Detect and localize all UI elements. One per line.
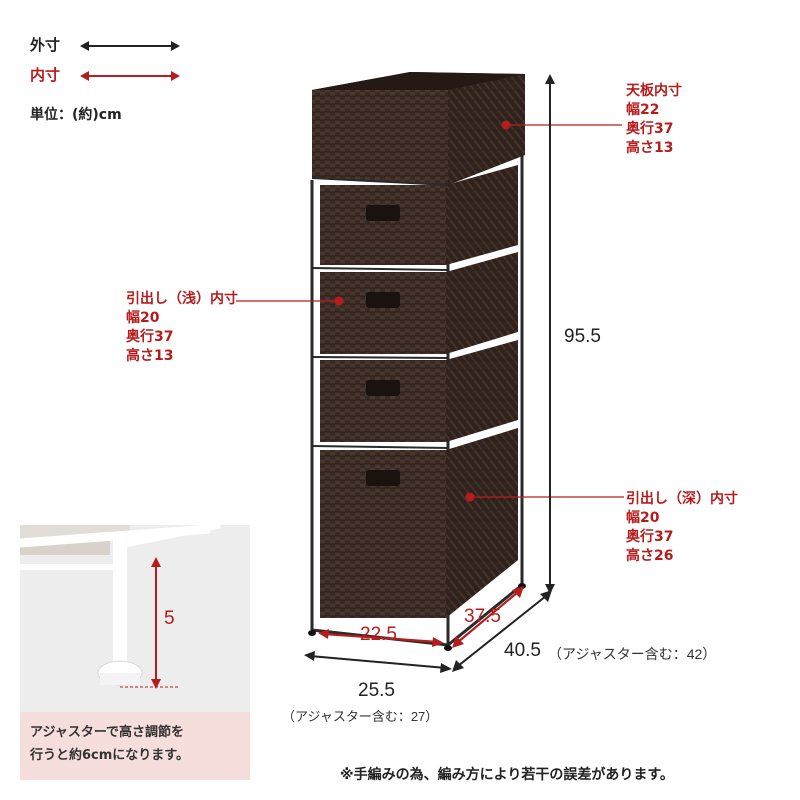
outer-width-arrow-icon — [304, 651, 452, 673]
deep-drawer-depth: 奥行37 — [626, 529, 674, 545]
outer-size-arrow-icon — [80, 41, 180, 51]
deep-drawer-height: 高さ26 — [626, 548, 674, 564]
top-box-title: 天板内寸 — [626, 83, 682, 99]
inner-depth-arrow-icon — [452, 586, 524, 648]
adjuster-caption: アジャスターで高さ調節を 行うと約6cmになります。 — [30, 721, 245, 767]
shallow-drawer-height: 高さ13 — [126, 348, 174, 364]
outer-depth-adjuster-note: （アジャスター含む：42） — [548, 646, 717, 662]
shallow-drawer-title: 引出し（浅）内寸 — [126, 291, 238, 307]
outer-width-value: 25.5 — [358, 680, 395, 701]
adjuster-detail-illustration — [20, 525, 221, 689]
unit-label: 単位：(約)cm — [30, 107, 122, 123]
shallow-drawer-width: 幅20 — [126, 310, 160, 326]
rattan-chest-illustration — [308, 72, 526, 651]
deep-drawer-title: 引出し（深）内寸 — [626, 491, 738, 507]
inner-size-legend-label: 内寸 — [30, 66, 61, 84]
outer-depth-arrow-icon — [452, 590, 552, 672]
top-box-height: 高さ13 — [626, 140, 674, 156]
outer-size-legend-label: 外寸 — [30, 36, 61, 54]
inner-width-arrow-icon — [318, 629, 444, 647]
deep-drawer-width: 幅20 — [626, 510, 660, 526]
shallow-drawer-leader-line — [236, 296, 344, 306]
top-box-depth: 奥行37 — [626, 121, 674, 137]
adjuster-caption-line2: 行うと約6cmになります。 — [30, 748, 189, 763]
adjuster-caption-line1: アジャスターで高さ調節を — [30, 725, 185, 740]
outer-depth-value: 40.5 — [504, 640, 541, 661]
shallow-drawer-depth: 奥行37 — [126, 329, 174, 345]
deep-drawer-inner-spec: 引出し（深）内寸 幅20 奥行37 高さ26 — [626, 490, 738, 566]
outer-width-adjuster-note: （アジャスター含む：27） — [282, 709, 439, 724]
top-box-width: 幅22 — [626, 102, 660, 118]
deep-drawer-leader-line — [465, 492, 624, 502]
height-dimension-arrow-icon — [545, 74, 555, 594]
handmade-footnote: ※手編みの為、編み方により若干の誤差があります。 — [340, 767, 674, 783]
inner-width-value: 22.5 — [360, 624, 397, 645]
shallow-drawer-inner-spec: 引出し（浅）内寸 幅20 奥行37 高さ13 — [126, 290, 238, 366]
height-dimension-value: 95.5 — [564, 326, 601, 347]
inner-depth-value: 37.5 — [464, 606, 501, 627]
top-box-leader-line — [501, 120, 622, 130]
adjuster-height-value: 5 — [164, 608, 175, 629]
inner-size-arrow-icon — [80, 71, 180, 81]
top-box-inner-spec: 天板内寸 幅22 奥行37 高さ13 — [626, 82, 682, 158]
adjuster-caption-box — [20, 712, 250, 780]
